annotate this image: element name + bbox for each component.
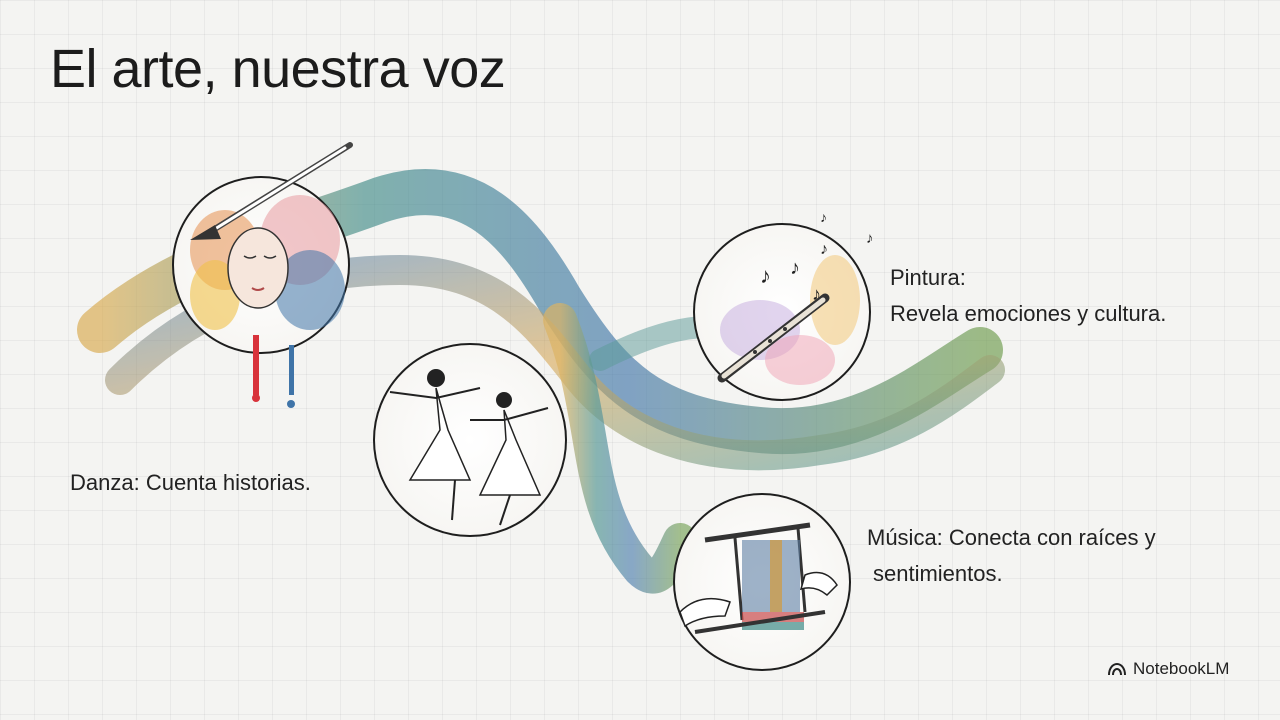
loom-icon: [673, 493, 851, 671]
caption-musica: Música: Conecta con raíces y sentimiento…: [867, 520, 1156, 592]
svg-text:♪: ♪: [812, 284, 821, 304]
svg-text:♪: ♪: [820, 209, 827, 225]
caption-musica-line2: sentimientos.: [873, 561, 1003, 586]
caption-pintura-line1: Pintura:: [890, 265, 966, 290]
flute-icon: ♪ ♪ ♪ ♪ ♪ ♪: [693, 209, 874, 401]
brand-watermark: NotebookLM: [1107, 659, 1229, 679]
svg-text:♪: ♪: [760, 263, 771, 288]
slide-title: El arte, nuestra voz: [50, 39, 506, 99]
painted-face-icon: [172, 142, 353, 408]
svg-text:♪: ♪: [820, 241, 828, 258]
brand-label: NotebookLM: [1133, 659, 1230, 678]
svg-text:♪: ♪: [866, 230, 874, 247]
notebooklm-logo-icon: [1108, 662, 1126, 676]
caption-pintura-line2: Revela emociones y cultura.: [890, 301, 1167, 326]
caption-musica-line1: Música: Conecta con raíces y: [867, 525, 1156, 550]
caption-pintura: Pintura: Revela emociones y cultura.: [890, 260, 1166, 332]
dancers-icon: [373, 343, 567, 537]
svg-text:♪: ♪: [790, 257, 800, 279]
caption-danza: Danza: Cuenta historias.: [70, 470, 311, 495]
